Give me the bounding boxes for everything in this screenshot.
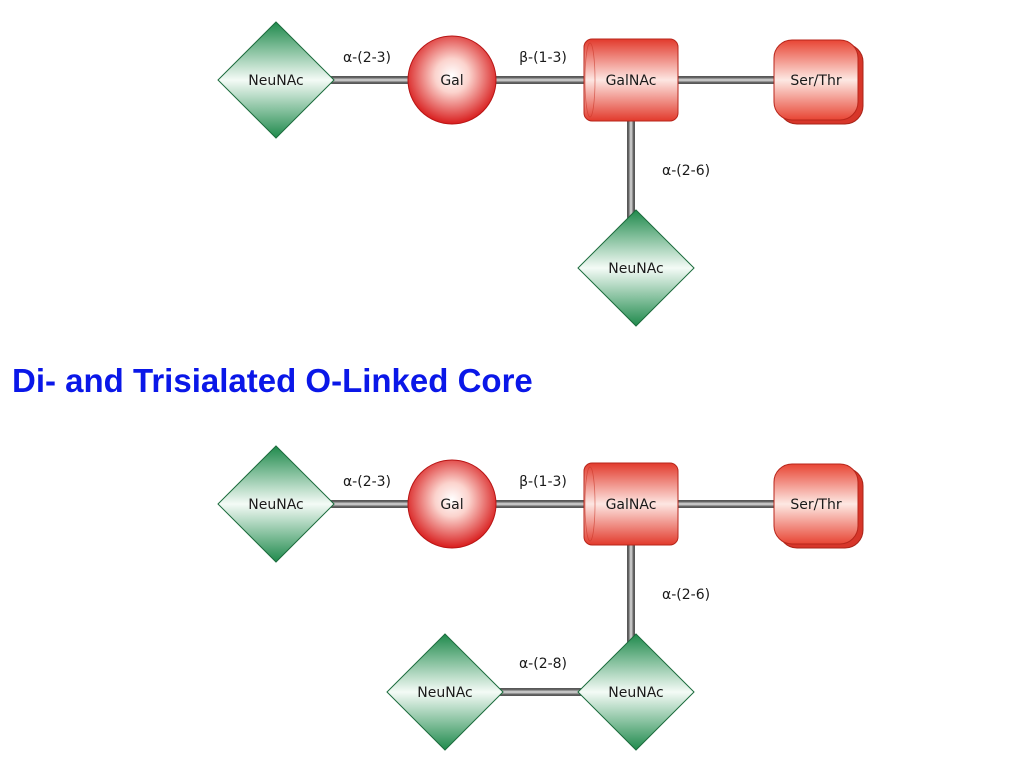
neunac-diamond-shape: [386, 633, 504, 751]
residue-neu1: NeuNAc: [217, 21, 335, 139]
diagram-2-link-labels: α-(2-3) β-(1-3) α-(2-6) α-(2-8): [343, 474, 710, 672]
residue-label-galnac: GalNAc: [606, 497, 657, 513]
linkage-label-neu1-gal: α-(2-3): [343, 474, 391, 490]
residue-neu2: NeuNAc: [577, 633, 695, 751]
residue-label-neu3: NeuNAc: [417, 685, 472, 701]
residue-neu3: NeuNAc: [386, 633, 504, 751]
galnac-cylinder-edge: [584, 466, 596, 542]
residue-serthr: Ser/Thr: [773, 463, 864, 549]
residue-label-serthr: Ser/Thr: [790, 497, 841, 513]
section-title: Di- and Trisialated O-Linked Core: [12, 362, 533, 399]
residue-galnac: GalNAc: [583, 38, 679, 122]
gal-circle-shape: [407, 459, 497, 549]
neunac-diamond-shape: [577, 209, 695, 327]
residue-label-neu1: NeuNAc: [248, 497, 303, 513]
linkage-label-gal-galnac: β-(1-3): [519, 474, 567, 490]
residue-label-neu2: NeuNAc: [608, 685, 663, 701]
residue-label-gal: Gal: [440, 73, 463, 89]
gal-circle-shape: [407, 35, 497, 125]
ser-thr-block-shape: [773, 39, 859, 121]
linkage-label-neu3-neu2: α-(2-8): [519, 656, 567, 672]
residue-serthr: Ser/Thr: [773, 39, 864, 125]
diagram-1-bonds: [275, 76, 817, 269]
linkage-label-galnac-neu2: α-(2-6): [662, 587, 710, 603]
residue-gal: Gal: [407, 35, 497, 125]
galnac-cylinder-edge: [584, 42, 596, 118]
residue-neu1: NeuNAc: [217, 445, 335, 563]
galnac-cylinder-shape: [583, 462, 679, 546]
label-layer: α-(2-3)β-(1-3)α-(2-6)α-(2-3)β-(1-3)α-(2-…: [343, 50, 710, 672]
residue-label-neu1: NeuNAc: [248, 73, 303, 89]
neunac-diamond-shape: [577, 633, 695, 751]
residue-gal: Gal: [407, 459, 497, 549]
residue-label-gal: Gal: [440, 497, 463, 513]
residue-galnac: GalNAc: [583, 462, 679, 546]
linkage-label-galnac-neu2: α-(2-6): [662, 163, 710, 179]
ser-thr-block-shape: [773, 463, 859, 545]
linkage-label-neu1-gal: α-(2-3): [343, 50, 391, 66]
residue-label-serthr: Ser/Thr: [790, 73, 841, 89]
residue-neu2: NeuNAc: [577, 209, 695, 327]
neunac-diamond-shape: [217, 445, 335, 563]
residue-label-galnac: GalNAc: [606, 73, 657, 89]
neunac-diamond-shape: [217, 21, 335, 139]
diagram-1-link-labels: α-(2-3) β-(1-3) α-(2-6): [343, 50, 710, 179]
galnac-cylinder-shape: [583, 38, 679, 122]
linkage-label-gal-galnac: β-(1-3): [519, 50, 567, 66]
residue-label-neu2: NeuNAc: [608, 261, 663, 277]
